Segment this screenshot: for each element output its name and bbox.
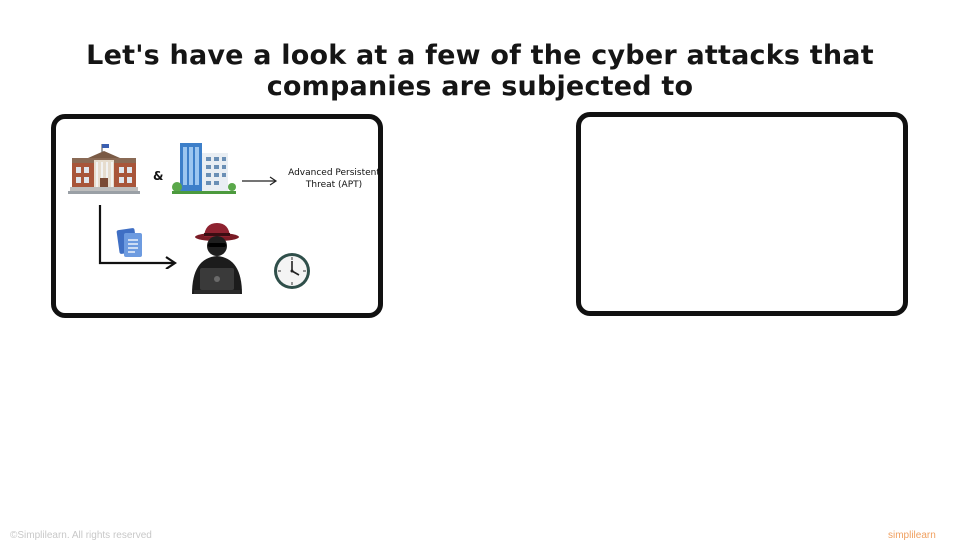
apt-label-line1: Advanced Persistent xyxy=(288,168,380,178)
apt-label-line2: Threat (APT) xyxy=(305,180,363,190)
copyright-text: ©Simplilearn. All rights reserved xyxy=(10,530,152,541)
hacker-icon xyxy=(192,223,242,294)
office-building-icon xyxy=(172,143,236,194)
right-panel xyxy=(576,112,908,316)
slide-title: Let's have a look at a few of the cyber … xyxy=(86,40,874,102)
documents-icon xyxy=(116,228,142,257)
brand-logo: simplilearn xyxy=(888,530,936,541)
connector-arrow-icon xyxy=(98,205,177,269)
government-building-icon xyxy=(68,144,140,194)
clock-icon xyxy=(274,253,310,289)
ampersand-label: & xyxy=(153,169,164,183)
arrow-right-icon xyxy=(242,176,278,186)
left-panel: & Advanced Persistent Threat (APT) xyxy=(51,114,383,318)
apt-label: Advanced Persistent Threat (APT) xyxy=(284,167,384,191)
